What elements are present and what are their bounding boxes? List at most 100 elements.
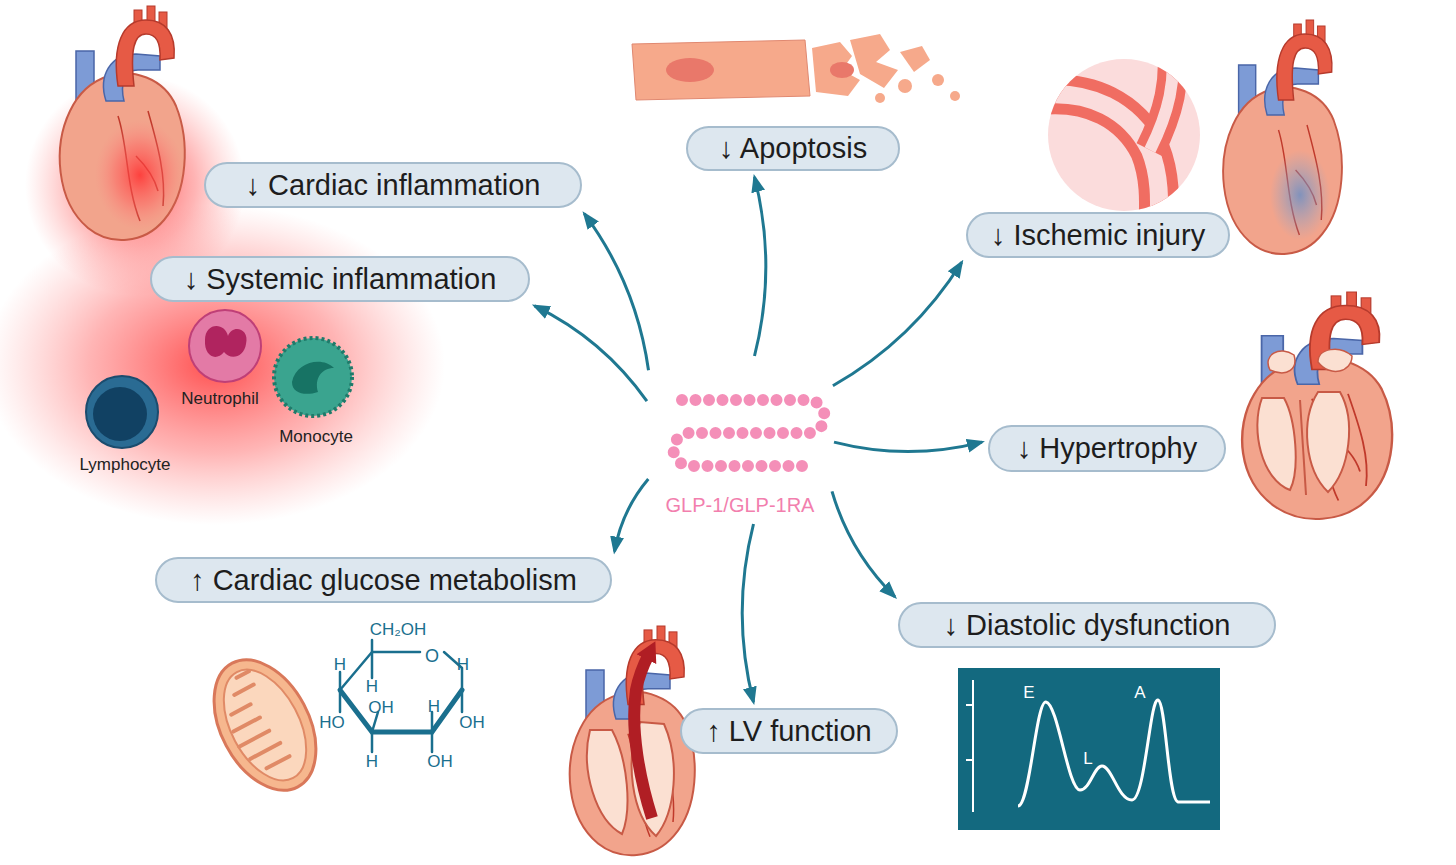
hypertrophic-heart-part	[1268, 351, 1295, 373]
inflammation-glow-part	[0, 205, 445, 525]
neutrophil-cell-part	[205, 326, 247, 357]
artery-inset-part-part	[1150, 50, 1173, 150]
effect-pill: ↑ LV function	[680, 708, 898, 754]
effect-arrow	[834, 442, 982, 451]
doppler-panel-part	[958, 668, 1220, 830]
wave-label: E	[1023, 684, 1034, 701]
artery-inset-part	[1040, 50, 1173, 230]
effect-arrow	[615, 479, 649, 552]
artery-inset-part-part	[1040, 94, 1159, 230]
cell-label: Neutrophil	[181, 390, 259, 407]
monocyte-cell-part	[274, 338, 352, 416]
muscle-fiber-part	[950, 91, 960, 101]
inflamed-heart	[60, 6, 185, 240]
muscle-fiber-part	[898, 79, 912, 93]
muscle-fiber-part	[666, 58, 714, 82]
effect-label: ↑ Cardiac glucose metabolism	[190, 564, 577, 597]
glucose-bonds-part	[340, 652, 462, 690]
mitochondrion-part	[207, 656, 323, 794]
atom-label: H	[366, 678, 378, 695]
muscle-fiber-part	[830, 62, 854, 78]
monocyte-cell-part	[292, 362, 334, 394]
effect-arrow	[832, 491, 895, 596]
effect-label: ↓ Ischemic injury	[991, 219, 1205, 252]
wave-label: A	[1134, 684, 1145, 701]
cell-label: Lymphocyte	[79, 456, 170, 473]
glucose-bonds	[340, 640, 462, 752]
atom-label: OH	[368, 699, 394, 716]
effect-arrow	[535, 306, 647, 401]
muscle-fiber-part	[632, 40, 810, 100]
doppler-panel-part	[1018, 700, 1210, 806]
effect-pill: ↓ Diastolic dysfunction	[898, 602, 1276, 648]
effect-label: ↓ Diastolic dysfunction	[944, 609, 1231, 642]
mitochondrion-part	[193, 643, 336, 808]
muscle-fiber-part	[932, 74, 944, 86]
glucose-bonds-part	[340, 640, 462, 752]
lv-heart-part	[587, 730, 627, 834]
atom-label: H	[366, 753, 378, 770]
hypertrophic-heart-part	[1307, 392, 1349, 492]
wave-label: L	[1083, 750, 1092, 767]
heart-redness	[95, 120, 185, 230]
muscle-fiber-part	[850, 34, 898, 88]
atom-label: H	[457, 656, 469, 673]
atom-label: OH	[427, 753, 453, 770]
glucose-bonds-part	[340, 690, 462, 732]
doppler-panel-part	[966, 680, 973, 812]
lymphocyte-cell	[86, 376, 158, 448]
effect-arrow	[584, 214, 648, 371]
hypertrophic-heart-part	[1257, 398, 1295, 490]
monocyte-cell	[274, 338, 352, 416]
muscle-fiber	[632, 34, 960, 103]
atom-label: CH₂OH	[370, 621, 427, 638]
mitochondrion	[193, 643, 336, 808]
cell-label: Monocyte	[279, 428, 353, 445]
artery-inset-part-part	[1040, 94, 1159, 230]
peptide-chain	[674, 400, 825, 466]
lymphocyte-cell-part	[93, 387, 147, 441]
atom-label: O	[425, 647, 439, 665]
atom-label: OH	[459, 714, 485, 731]
hypertrophic-heart-part	[1318, 349, 1352, 371]
effect-label: ↓ Hypertrophy	[1017, 432, 1198, 465]
hypertrophic-heart-part	[1300, 400, 1306, 495]
atom-label: HO	[319, 714, 345, 731]
effect-pill: ↓ Cardiac inflammation	[204, 162, 582, 208]
neutrophil-cell-part	[189, 310, 261, 382]
doppler-panel	[958, 668, 1220, 830]
hypertrophic-heart-part	[1242, 292, 1392, 519]
lymphocyte-cell-part	[86, 376, 158, 448]
muscle-fiber-part	[812, 42, 860, 96]
effect-label: ↓ Cardiac inflammation	[246, 169, 541, 202]
effect-pill: ↑ Cardiac glucose metabolism	[155, 557, 612, 603]
lv-heart-part	[634, 652, 652, 818]
effect-pill: ↓ Hypertrophy	[988, 425, 1226, 472]
muscle-fiber-part	[900, 46, 930, 72]
effect-pill: ↓ Ischemic injury	[966, 212, 1230, 258]
effect-pill: ↓ Systemic inflammation	[150, 256, 530, 302]
effect-label: ↑ LV function	[706, 715, 872, 748]
lv-heart-part	[570, 626, 695, 855]
ischemic-area	[1270, 150, 1330, 240]
hypertrophic-heart	[1242, 292, 1392, 519]
neutrophil-cell	[189, 310, 261, 382]
agent-label: GLP-1/GLP-1RA	[650, 494, 830, 517]
atom-label: H	[428, 698, 440, 715]
lv-heart	[570, 626, 695, 855]
ischemic-heart	[1223, 20, 1342, 254]
effect-label: ↓ Systemic inflammation	[184, 263, 497, 296]
effect-arrow	[755, 177, 766, 356]
effect-arrow	[742, 524, 753, 702]
agent-node: GLP-1/GLP-1RA	[650, 360, 830, 520]
artery-inset	[1040, 50, 1200, 230]
artery-inset-part-part	[1150, 50, 1173, 150]
effect-arrow	[833, 262, 962, 386]
muscle-fiber-part	[875, 93, 885, 103]
atom-label: H	[334, 656, 346, 673]
effect-label: ↓ Apoptosis	[719, 132, 867, 165]
effect-pill: ↓ Apoptosis	[686, 126, 900, 171]
mitochondrion-part	[210, 671, 293, 775]
